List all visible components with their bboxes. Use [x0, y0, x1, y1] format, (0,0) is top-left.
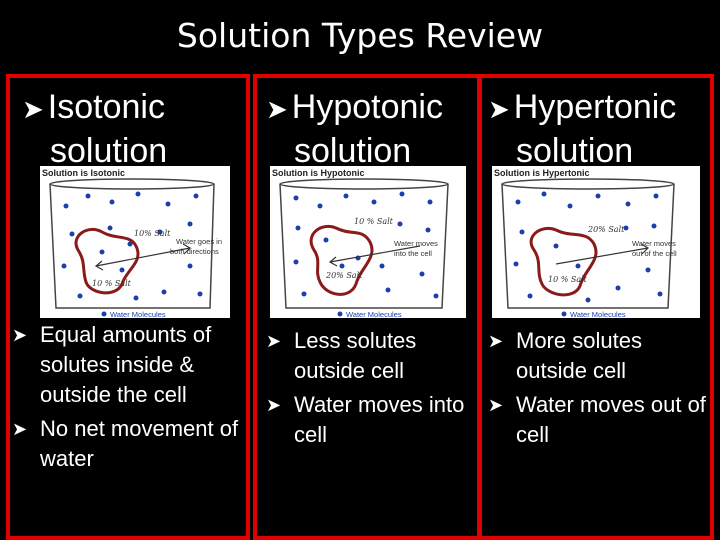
heading-sub: solution — [516, 132, 634, 170]
water-molecule-dots — [293, 191, 439, 299]
page-title: Solution Types Review — [176, 16, 544, 55]
arrowhead-out-icon — [182, 243, 191, 255]
legend-label: Water Molecules — [110, 310, 166, 318]
bullet-text: Water moves into cell — [294, 392, 465, 447]
heading-hypertonic: ➤Hypertonic solution — [488, 86, 676, 172]
figure-caption: Solution is Hypertonic — [494, 168, 590, 178]
bullet-arrow-icon: ➤ — [22, 94, 44, 124]
bullet-item: ➤ Less solutes outside cell — [266, 326, 474, 386]
arrowhead-in-icon — [94, 260, 104, 271]
arrow-label-1: Water moves — [632, 239, 676, 248]
cell-outline — [529, 227, 598, 297]
outside-concentration-label: 10 % Salt — [354, 217, 394, 226]
beaker-rim — [49, 178, 215, 190]
beaker-wall — [49, 183, 215, 309]
bullet-arrow-icon: ➤ — [488, 331, 504, 351]
legend-label: Water Molecules — [570, 310, 626, 318]
water-molecule-dots — [61, 191, 203, 301]
beaker-rim — [501, 178, 675, 190]
frame-isotonic — [6, 74, 250, 540]
bullet-item: ➤ Water moves out of cell — [488, 390, 708, 450]
inside-concentration-label: 10 % Salt — [548, 275, 588, 284]
legend-label: Water Molecules — [346, 310, 402, 318]
water-arrow-line — [329, 245, 421, 263]
water-arrow-line — [555, 247, 649, 265]
figure-caption: Solution is Isotonic — [42, 168, 125, 178]
beaker-wall — [279, 183, 449, 309]
figure-caption: Solution is Hypotonic — [272, 168, 365, 178]
arrow-label-1: Water moves — [394, 239, 438, 248]
bullet-item: ➤ More solutes outside cell — [488, 326, 708, 386]
bullet-arrow-icon: ➤ — [488, 395, 504, 415]
figure-hypotonic: Solution is Hypotonic 10 % Salt 20% Salt… — [270, 166, 466, 318]
bullet-arrow-icon: ➤ — [266, 395, 282, 415]
bullet-arrow-icon: ➤ — [12, 419, 28, 439]
beaker-wall — [501, 183, 675, 309]
water-molecule-dots — [513, 191, 663, 303]
bullet-arrow-icon: ➤ — [12, 325, 28, 345]
inside-concentration-label: 10 % Salt — [92, 279, 132, 288]
bullet-item: ➤ No net movement of water — [12, 414, 242, 474]
frame-hypertonic — [478, 74, 714, 540]
bullet-arrow-icon: ➤ — [488, 94, 510, 124]
figure-hypertonic: Solution is Hypertonic 20% Salt 10 % Sal… — [492, 166, 700, 318]
heading-main: Isotonic — [47, 88, 165, 126]
outside-concentration-label: 10% Salt — [134, 229, 171, 238]
arrow-label-2: into the cell — [394, 249, 432, 258]
column-hypertonic: ➤Hypertonic solution Solution is Hyperto… — [488, 74, 712, 540]
heading-main: Hypotonic — [291, 88, 443, 126]
legend-dot-icon — [101, 311, 107, 317]
legend-dot-icon — [561, 311, 567, 317]
arrow-label-1: Water goes in — [176, 237, 222, 246]
bullet-item: ➤ Water moves into cell — [266, 390, 474, 450]
bullet-text: Equal amounts of solutes inside & outsid… — [40, 322, 212, 407]
bullet-text: Water moves out of cell — [516, 392, 706, 447]
bullet-item: ➤ Equal amounts of solutes inside & outsi… — [12, 320, 242, 410]
bullet-text: Less solutes outside cell — [294, 328, 417, 383]
arrow-label-2: both directions — [170, 247, 219, 256]
cell-outline — [309, 225, 374, 296]
bullets-hypotonic: ➤ Less solutes outside cell ➤ Water moves … — [266, 326, 474, 454]
bullet-arrow-icon: ➤ — [266, 331, 282, 351]
bullet-text: No net movement of water — [40, 416, 239, 471]
arrow-label-2: out of the cell — [632, 249, 677, 258]
inside-concentration-label: 20% Salt — [325, 271, 363, 280]
figure-isotonic: Solution is Isotonic 10% Salt 10 % Salt … — [40, 166, 230, 318]
bullet-text: More solutes outside cell — [516, 328, 642, 383]
heading-sub: solution — [294, 132, 412, 170]
heading-isotonic: ➤Isotonic solution — [22, 86, 167, 172]
heading-hypotonic: ➤Hypotonic solution — [266, 86, 443, 172]
column-hypotonic: ➤Hypotonic solution Solution is Hypotoni… — [266, 74, 478, 540]
beaker-rim — [279, 178, 449, 190]
legend-dot-icon — [337, 311, 343, 317]
bullets-hypertonic: ➤ More solutes outside cell ➤ Water moves … — [488, 326, 708, 454]
column-isotonic: ➤Isotonic solution Solution is Isotonic … — [12, 74, 247, 540]
outside-concentration-label: 20% Salt — [587, 225, 625, 234]
heading-sub: solution — [50, 132, 168, 170]
cell-outline — [74, 227, 140, 295]
bullets-isotonic: ➤ Equal amounts of solutes inside & outsi… — [12, 320, 242, 478]
bullet-arrow-icon: ➤ — [266, 94, 288, 124]
arrowhead-out-icon — [640, 243, 649, 255]
arrowhead-in-icon — [328, 256, 338, 267]
heading-main: Hypertonic — [513, 88, 677, 126]
water-arrow-line — [95, 247, 191, 267]
